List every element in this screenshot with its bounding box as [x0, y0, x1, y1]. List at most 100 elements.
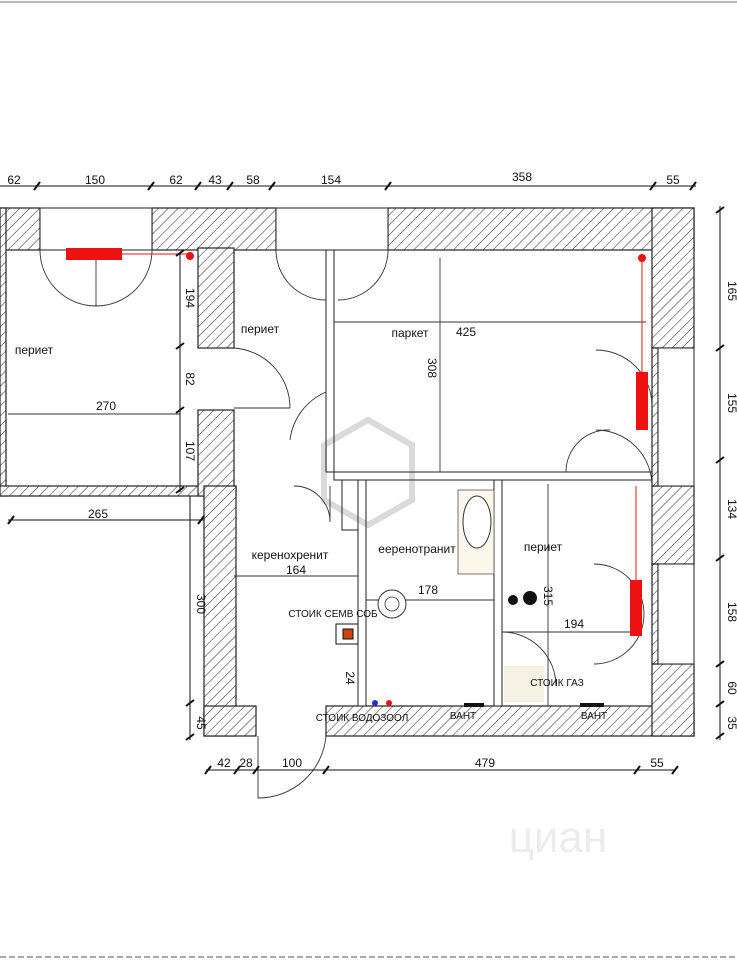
dim-left-room-width: 270: [96, 399, 116, 413]
dim-top-1: 62: [7, 173, 21, 187]
middle-window-door-b: [337, 249, 389, 301]
left-room-door: [233, 347, 291, 409]
wall-left-inner-top: [197, 247, 235, 349]
wall-right-mid: [651, 485, 695, 565]
room-label-corridor-top: периет: [241, 322, 280, 336]
windows: [39, 207, 695, 665]
label-sewer-riser: СТОИК СЕМВ СОБ: [288, 609, 378, 620]
dim-right-2: 155: [725, 393, 737, 413]
watermark-text: циан: [509, 813, 608, 862]
right-dimensions: 165 155 134 158 60 35: [725, 281, 737, 730]
dim-top-7: 358: [512, 170, 532, 184]
dim-top-6: 154: [321, 173, 341, 187]
dim-left-outer-width: 265: [88, 507, 108, 521]
bottom-dimensions: 42 28 100 479 55: [217, 756, 664, 770]
stove-dot-1: [508, 595, 518, 605]
top-dimensions: 62 150 62 43 58 154 358 55: [7, 170, 680, 187]
dim-top-5: 58: [246, 173, 260, 187]
toilet: [377, 589, 407, 619]
dim-right-3: 134: [725, 499, 737, 519]
gas-riser-area: [504, 666, 544, 702]
window-right-2: [657, 563, 695, 665]
riser-labels: СТОИК СЕМВ СОБ СТОИК ВОДОЗООЛ СТОИК ГАЗ …: [288, 609, 607, 724]
dim-top-2: 150: [85, 173, 105, 187]
label-gas-riser: СТОИК ГАЗ: [530, 678, 583, 689]
partition-bath-kitchen: [493, 479, 503, 707]
room-label-living: паркет: [391, 326, 429, 340]
living-door-arc: [289, 391, 327, 441]
window-left: [39, 207, 153, 251]
bathtub-basin: [462, 495, 492, 549]
wall-right-window1: [651, 347, 659, 487]
dim-top-8: 55: [666, 173, 680, 187]
walls: [0, 207, 695, 737]
label-bath-item: ВАНТ: [450, 711, 476, 722]
living-window-door-a: [595, 349, 653, 407]
dim-left-3: 107: [183, 441, 197, 461]
wall-bottom-left: [203, 705, 257, 737]
middle-window-door-a: [275, 249, 327, 301]
watermark-hex-logo: [321, 416, 415, 529]
label-water-riser: СТОИК ВОДОЗООЛ: [316, 713, 409, 724]
sewer-riser-pipe: [342, 628, 354, 640]
room-label-left: периет: [15, 343, 54, 357]
dim-top-3: 62: [169, 173, 183, 187]
wall-right-window2: [651, 563, 659, 665]
dim-living-height: 308: [425, 358, 439, 378]
radiators: [66, 248, 648, 636]
watermark: циан: [321, 416, 608, 862]
left-window-door-b: [95, 249, 153, 307]
wall-left: [0, 207, 7, 497]
radiator-living: [636, 372, 648, 430]
dim-bottom-1: 42: [217, 756, 231, 770]
window-middle: [275, 207, 389, 251]
wall-top-mid: [151, 207, 277, 251]
kitchen-window-door-b: [593, 613, 645, 665]
dim-kitchen-width: 194: [564, 617, 584, 631]
dim-top-4: 43: [208, 173, 222, 187]
dim-left-1: 194: [183, 288, 197, 308]
entrance-door: [257, 735, 327, 799]
dim-kitchen-height: 315: [541, 586, 555, 606]
wall-top-left: [0, 207, 41, 251]
window-right-1: [657, 347, 695, 487]
kitchen-door: [501, 631, 557, 687]
bath-mark: [464, 703, 484, 707]
bath-door: [293, 485, 331, 523]
dim-bottom-4: 479: [475, 756, 495, 770]
door-swings: [39, 249, 653, 799]
cold-water-point: [372, 700, 378, 706]
dim-riser-size: 24: [343, 671, 357, 685]
room-label-corridor: кеpенохренит: [252, 548, 329, 562]
left-room-dimensions: 194 82 107 270 265 300 45: [88, 288, 208, 730]
label-kitchen-item: ВАНТ: [581, 711, 607, 722]
partition-bath-left: [357, 479, 367, 707]
dim-right-6: 35: [725, 716, 737, 730]
dim-corridor-bottom: 45: [194, 716, 208, 730]
wall-bottom-right: [325, 705, 695, 737]
dim-corridor-height: 300: [194, 594, 208, 614]
wall-left-inner-bottom: [197, 409, 235, 497]
living-window-door-b: [595, 429, 653, 487]
kitchen-window-door-a: [593, 563, 645, 615]
room-label-bathroom: еeренотранит: [378, 542, 456, 556]
dim-bottom-3: 100: [282, 756, 302, 770]
hot-water-point: [386, 700, 392, 706]
interior-dimensions: 425 308 164 178 315 194 24: [286, 325, 584, 685]
fixtures: [335, 489, 604, 707]
room-labels: периет периет паркет кеpенохренит еeрено…: [15, 322, 563, 562]
dim-bottom-2: 28: [239, 756, 253, 770]
radiator-left-valve: [186, 252, 194, 260]
room-label-kitchen: периет: [524, 540, 563, 554]
partition-living-bottom: [333, 471, 653, 481]
radiator-living-valve: [638, 254, 646, 262]
toilet-inner: [384, 596, 400, 612]
dim-living-width: 425: [456, 325, 476, 339]
living-window-door-c: [565, 429, 611, 473]
dim-left-2: 82: [183, 372, 197, 386]
dim-right-5: 60: [725, 681, 737, 695]
dim-corridor-width: 164: [286, 563, 306, 577]
radiator-left: [66, 248, 122, 260]
dimension-lines: [0, 181, 725, 775]
